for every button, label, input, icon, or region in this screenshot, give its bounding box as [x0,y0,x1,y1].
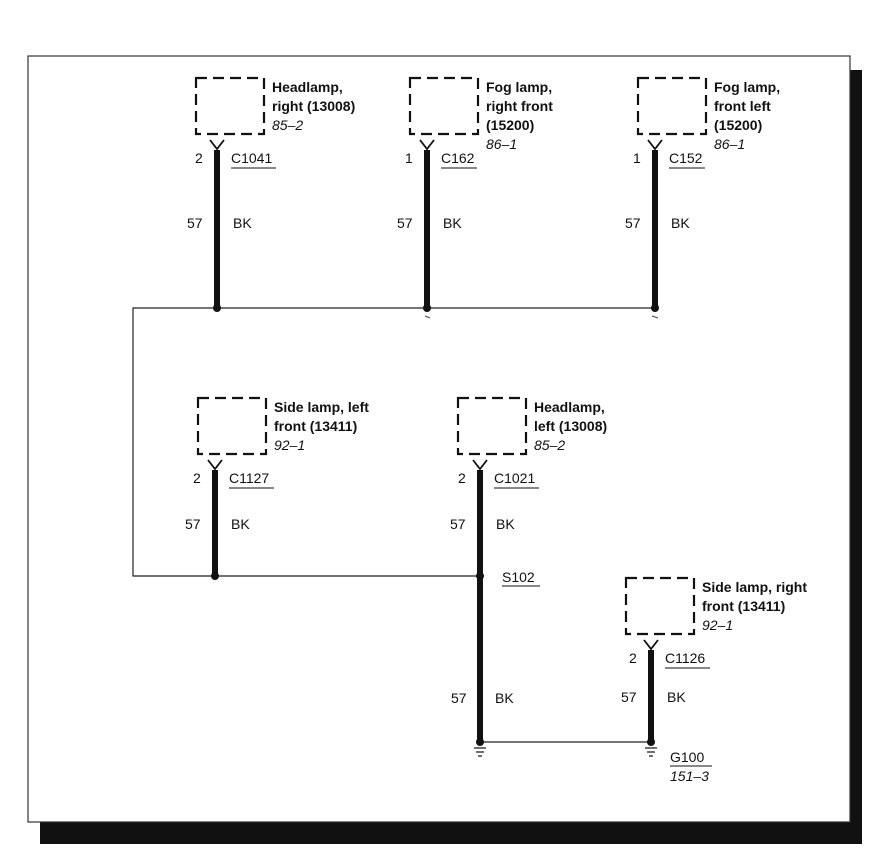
component-name-line: Fog lamp, [714,79,780,95]
pin-number: 1 [633,150,641,166]
component-name-line: Fog lamp, [486,79,552,95]
splice-label: S102 [502,569,535,585]
splice-color: BK [495,690,514,706]
ground-symbol-left [474,747,486,757]
connector-id: C1041 [231,150,272,166]
thick-wires [212,150,658,740]
component-name-line: front left [714,98,771,114]
component-box [636,76,708,136]
left-loop-wire [132,307,480,577]
component-side-right: Side lamp, right front (13411) 92–1 2 C1126 5… [621,576,807,705]
ground-bus-wires [132,307,655,743]
circuit-number: 57 [397,215,413,231]
component-headlamp-right: Headlamp, right (13008) 85–2 2 C1041 57 BK [187,76,355,231]
component-fog-right: Fog lamp, right front (15200) 86–1 1 C162 57 BK [397,76,553,231]
pin-number: 1 [405,150,413,166]
component-name-line: Headlamp, [534,399,605,415]
splice-circuit: 57 [451,690,467,706]
wire-color: BK [231,516,250,532]
diagram-frame [27,55,851,823]
component-name-line: (15200) [714,117,762,133]
component-name-line: Headlamp, [272,79,343,95]
wire-color: BK [496,516,515,532]
component-name-line: left (13008) [534,418,607,434]
pin-number: 2 [193,470,201,486]
component-ref: 86–1 [486,136,517,152]
component-ref: 85–2 [272,117,303,133]
component-ref: 85–2 [534,437,565,453]
splice-dots [211,304,659,746]
component-box [408,76,480,136]
component-headlamp-left: Headlamp, left (13008) 85–2 2 C1021 57 BK [450,396,607,532]
component-box [196,396,268,456]
dot-lower-left [211,572,219,580]
dot-ground-left [476,738,484,746]
wire-color: BK [443,215,462,231]
chevron-c1021 [472,459,488,471]
ground-symbol-right [645,747,657,757]
pin-number: 2 [458,470,466,486]
circuit-number: 57 [625,215,641,231]
pin-number: 2 [629,650,637,666]
component-ref: 86–1 [714,136,745,152]
component-name-line: Side lamp, left [274,399,369,415]
component-fog-left: Fog lamp, front left (15200) 86–1 1 C152 57 BK [625,76,780,231]
connector-id: C152 [669,150,703,166]
component-name-line: right front [486,98,553,114]
circuit-number: 57 [621,689,637,705]
component-box [194,76,266,136]
chevron-c1041 [209,139,225,151]
ground-ref: 151–3 [670,768,709,784]
wire-color: BK [671,215,690,231]
connector-id: C162 [441,150,475,166]
chevron-c1126 [643,639,659,651]
circuit-number: 57 [185,516,201,532]
component-name-line: (15200) [486,117,534,133]
component-box [456,396,528,456]
component-side-left: Side lamp, left front (13411) 92–1 2 C1127 57… [185,396,369,532]
connector-id: C1021 [494,470,535,486]
dot-ground-right [647,738,655,746]
bus-ticks [424,315,659,319]
dot-top-mid [423,304,431,312]
dot-top-left [213,304,221,312]
splice-s102: S102 57 BK [451,569,540,706]
dot-top-right [651,304,659,312]
chevron-c162 [419,139,435,151]
component-ref: 92–1 [702,617,733,633]
ground-g100: G100 151–3 [670,749,712,784]
wire-color: BK [667,689,686,705]
component-box [624,576,696,636]
circuit-number: 57 [450,516,466,532]
chevron-c152 [647,139,663,151]
component-name-line: front (13411) [702,598,785,614]
dot-s102 [476,572,484,580]
component-name-line: front (13411) [274,418,357,434]
connector-id: C1127 [229,470,269,486]
wire-color: BK [233,215,252,231]
component-name-line: right (13008) [272,98,355,114]
circuit-number: 57 [187,215,203,231]
component-ref: 92–1 [274,437,305,453]
ground-label: G100 [670,749,704,765]
connector-chevrons [207,139,663,651]
chevron-c1127 [207,459,223,471]
pin-number: 2 [195,150,203,166]
component-name-line: Side lamp, right [702,579,807,595]
connector-id: C1126 [665,650,705,666]
